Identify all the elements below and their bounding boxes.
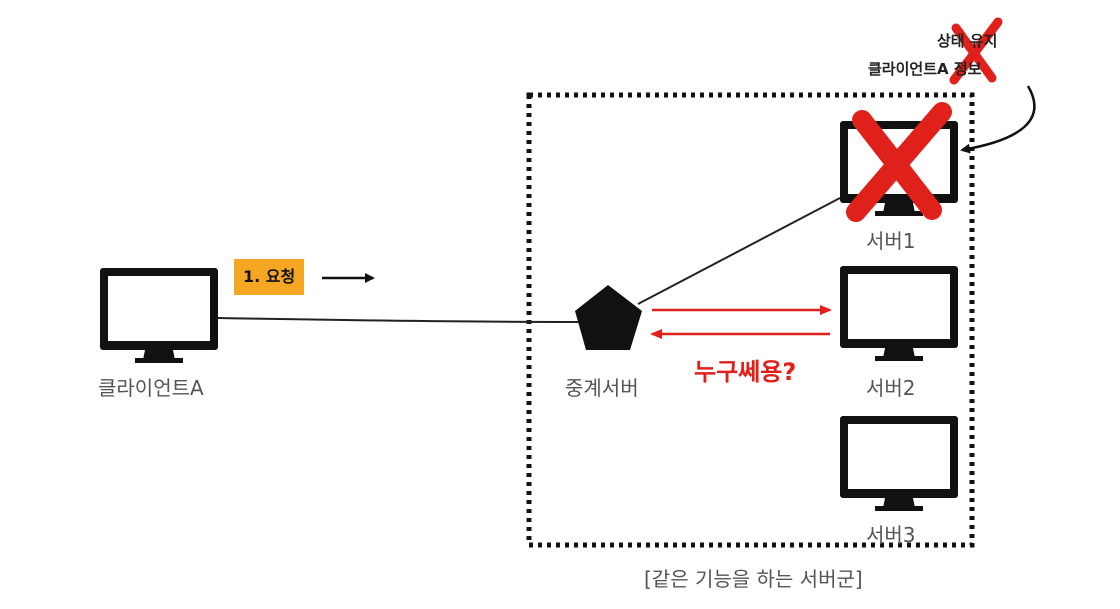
question-label: 누구쎄용? — [694, 358, 797, 386]
state-note-x-icon — [949, 17, 1003, 85]
proxy-server-icon — [575, 285, 642, 350]
client-label: 클라이언트A — [98, 376, 204, 400]
proxy-to-server1-line — [637, 197, 841, 305]
server2-monitor-icon — [840, 266, 958, 361]
state-note-line1: 상태 유지 — [937, 32, 998, 50]
server1-down-x-icon — [846, 102, 952, 222]
state-note-line2: 클라이언트A 정보 — [868, 60, 982, 78]
request-tag: 1. 요청 — [234, 259, 305, 295]
state-note-arrow — [960, 85, 1036, 154]
server2-label: 서버2 — [866, 376, 916, 400]
client-monitor-icon — [100, 268, 218, 363]
proxy-label: 중계서버 — [565, 376, 639, 400]
server-group-label: [같은 기능을 하는 서버군] — [644, 567, 863, 591]
server1-label: 서버1 — [866, 229, 916, 253]
server3-label: 서버3 — [866, 523, 916, 547]
client-to-proxy-line — [217, 317, 581, 323]
server3-monitor-icon — [840, 416, 958, 511]
server-group-boundary — [526, 92, 975, 548]
